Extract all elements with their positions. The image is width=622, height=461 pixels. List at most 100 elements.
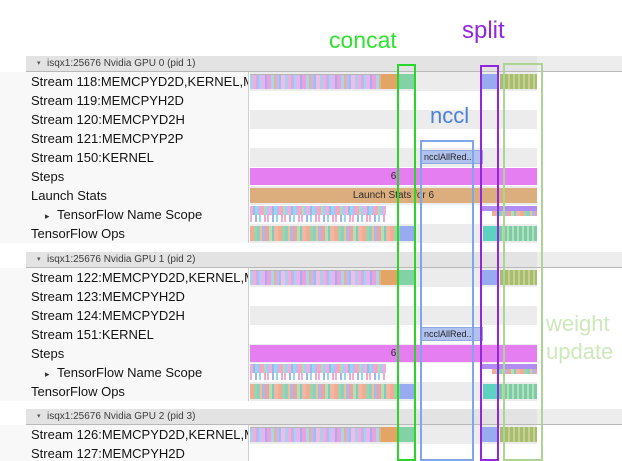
row-label-tfname[interactable]: ▸ TensorFlow Name Scope — [0, 363, 249, 382]
concat-op-segment[interactable] — [399, 74, 415, 89]
row-label-empty[interactable]: Stream 121:MEMCPYP2P — [0, 129, 249, 148]
gpu-section-title: isqx1:25676 Nvidia GPU 1 (pid 2) — [47, 254, 196, 265]
split-op-segment[interactable] — [482, 427, 499, 442]
row-label-nccl[interactable]: Stream 151:KERNEL — [0, 325, 249, 344]
row-label-empty[interactable]: Stream 127:MEMCPYH2D — [0, 444, 249, 461]
nccl-allreduce-bar[interactable]: ncclAllRed... — [420, 327, 483, 341]
trace-row: Launch Stats for 6 Launch Stats — [0, 186, 622, 205]
trace-row: Stream 123:MEMCPYH2D — [0, 287, 622, 306]
row-label-empty[interactable]: Stream 119:MEMCPYH2D — [0, 91, 249, 110]
gpu-section-header[interactable]: ▾ isqx1:25676 Nvidia GPU 0 (pid 1) — [26, 56, 622, 72]
split-op-segment[interactable] — [482, 270, 499, 285]
steps-bar[interactable]: 6 — [250, 345, 537, 362]
row-label-steps[interactable]: Steps — [0, 344, 249, 363]
row-label-empty[interactable]: Stream 124:MEMCPYD2H — [0, 306, 249, 325]
weight-update-events-segment[interactable] — [500, 427, 537, 442]
trace-row: Stream 121:MEMCPYP2P — [0, 129, 622, 148]
launch-stats-bar[interactable]: Launch Stats for 6 — [250, 188, 537, 203]
row-label-text: TensorFlow Name Scope — [57, 365, 203, 380]
trace-row: TensorFlow Ops — [0, 382, 622, 401]
nccl-teal-segment[interactable] — [483, 226, 499, 241]
row-label-nccl[interactable]: Stream 150:KERNEL — [0, 148, 249, 167]
row-label-tfname[interactable]: ▸TensorFlow Name Scope — [0, 205, 249, 224]
dense-events-segment[interactable] — [250, 74, 381, 89]
row-label-text: TensorFlow Ops — [31, 384, 125, 399]
row-label-tfops[interactable]: TensorFlow Ops — [0, 224, 249, 243]
nccl-teal-segment[interactable] — [483, 384, 499, 399]
row-label-text: Stream 150:KERNEL — [31, 150, 154, 165]
row-label-stream[interactable]: Stream 122:MEMCPYD2D,KERNEL,MI — [0, 268, 249, 287]
dense-events-segment[interactable] — [250, 270, 381, 285]
gpu-section-title: isqx1:25676 Nvidia GPU 0 (pid 1) — [47, 58, 196, 69]
trace-row: Stream 126:MEMCPYD2D,KERNEL,MI — [0, 425, 622, 444]
concat-annotation-box — [397, 64, 416, 461]
row-label-text: Stream 127:MEMCPYH2D — [31, 446, 185, 461]
gpu-section-title: isqx1:25676 Nvidia GPU 2 (pid 3) — [47, 411, 196, 422]
tf-ops-blue-segment[interactable] — [400, 226, 414, 241]
trace-row: Stream 120:MEMCPYD2H — [0, 110, 622, 129]
row-label-text: Launch Stats — [31, 188, 107, 203]
memcpy-op-segment[interactable] — [381, 270, 399, 285]
nccl-annotation-label: nccl — [430, 103, 470, 128]
row-label-text: Stream 121:MEMCPYP2P — [31, 131, 184, 146]
nccl-allreduce-bar[interactable]: ncclAllRed... — [420, 150, 483, 164]
name-scope-flame-top[interactable] — [250, 206, 386, 215]
concat-op-segment[interactable] — [399, 270, 415, 285]
concat-annotation-label: concat — [329, 27, 397, 53]
row-label-text: Steps — [31, 346, 65, 361]
expanded-arrow-icon: ▾ — [37, 413, 41, 420]
trace-row: ncclAllRed... Stream 151:KERNEL — [0, 325, 622, 344]
split-op-segment[interactable] — [482, 74, 499, 89]
name-scope-small-events[interactable] — [492, 369, 537, 374]
timeline-trace-area: ▾ isqx1:25676 Nvidia GPU 0 (pid 1) Stream … — [0, 56, 622, 461]
trace-row: Stream 127:MEMCPYH2D — [0, 444, 622, 461]
row-label-text: Stream 122:MEMCPYD2D,KERNEL,MI — [31, 270, 249, 285]
collapsed-arrow-icon: ▸ — [45, 369, 50, 379]
name-scope-small-events[interactable] — [492, 211, 537, 216]
row-stripe — [250, 306, 537, 325]
trace-row: TensorFlow Ops — [0, 224, 622, 243]
weight-update-events-segment[interactable] — [500, 270, 537, 285]
tf-ops-tail-segment[interactable] — [499, 226, 537, 241]
tf-ops-blue-segment[interactable] — [400, 384, 414, 399]
expanded-arrow-icon: ▾ — [37, 256, 41, 263]
row-label-empty[interactable]: Stream 120:MEMCPYD2H — [0, 110, 249, 129]
row-label-launch[interactable]: Launch Stats — [0, 186, 249, 205]
trace-row: 6 Steps — [0, 344, 622, 363]
row-label-steps[interactable]: Steps — [0, 167, 249, 186]
trace-row: Stream 119:MEMCPYH2D — [0, 91, 622, 110]
name-scope-flame-drips[interactable] — [250, 215, 386, 222]
memcpy-op-segment[interactable] — [381, 74, 399, 89]
concat-op-segment[interactable] — [399, 427, 415, 442]
tf-ops-tail-segment[interactable] — [499, 384, 537, 399]
row-label-stream[interactable]: Stream 126:MEMCPYD2D,KERNEL,MI — [0, 425, 249, 444]
trace-row: ▸TensorFlow Name Scope — [0, 205, 622, 224]
expanded-arrow-icon: ▾ — [37, 60, 41, 67]
memcpy-op-segment[interactable] — [381, 427, 399, 442]
row-label-stream[interactable]: Stream 118:MEMCPYD2D,KERNEL,ME — [0, 72, 249, 91]
trace-row: Stream 124:MEMCPYD2H — [0, 306, 622, 325]
dense-events-segment[interactable] — [250, 427, 381, 442]
name-scope-flame-top[interactable] — [250, 364, 386, 373]
weight-update-events-segment[interactable] — [500, 74, 537, 89]
tf-ops-events-segment[interactable] — [250, 384, 400, 399]
row-label-text: Stream 123:MEMCPYH2D — [31, 289, 185, 304]
split-annotation-label: split — [462, 17, 505, 44]
split-annotation-box — [480, 65, 499, 461]
row-label-text: Stream 118:MEMCPYD2D,KERNEL,ME — [31, 74, 249, 89]
name-scope-flame-drips[interactable] — [250, 373, 386, 380]
row-label-tfops[interactable]: TensorFlow Ops — [0, 382, 249, 401]
weight-update-annotation-box — [503, 63, 543, 461]
row-label-text: Steps — [31, 169, 65, 184]
trace-row: ncclAllRed... Stream 150:KERNEL — [0, 148, 622, 167]
trace-row: Stream 122:MEMCPYD2D,KERNEL,MI — [0, 268, 622, 287]
name-scope-violet-segment[interactable] — [480, 364, 537, 369]
row-label-text: TensorFlow Name Scope — [57, 207, 203, 222]
name-scope-violet-segment[interactable] — [480, 206, 537, 211]
trace-row: Stream 118:MEMCPYD2D,KERNEL,ME — [0, 72, 622, 91]
tf-ops-events-segment[interactable] — [250, 226, 400, 241]
row-label-text: Stream 124:MEMCPYD2H — [31, 308, 185, 323]
row-label-empty[interactable]: Stream 123:MEMCPYH2D — [0, 287, 249, 306]
steps-bar[interactable]: 6 — [250, 168, 537, 185]
row-stripe — [250, 110, 537, 129]
